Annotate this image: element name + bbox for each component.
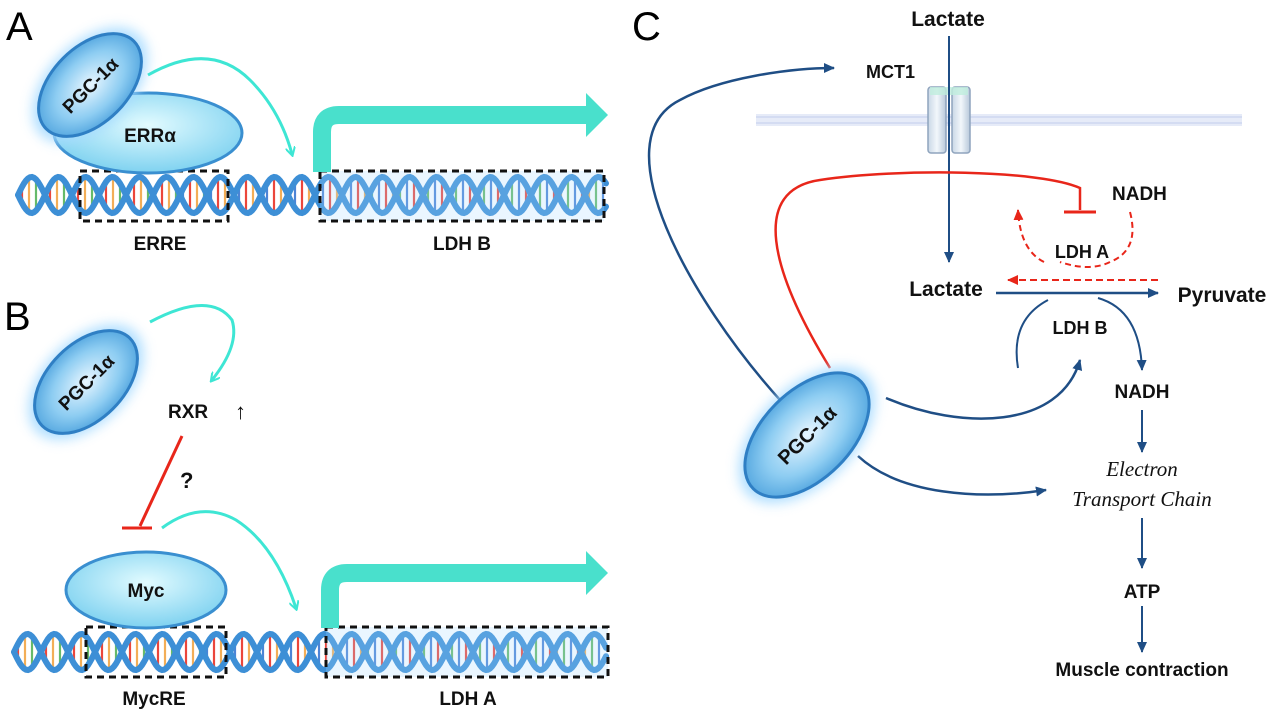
atp-label: ATP	[1124, 582, 1161, 603]
nadh-bottom-label: NADH	[1115, 382, 1170, 403]
activation-arrow-a	[147, 57, 292, 154]
dna-backbone	[11, 630, 609, 674]
inhibition-line-rxr-myc	[138, 435, 184, 527]
rxr-label: RXR	[168, 402, 208, 423]
myc-protein	[64, 550, 228, 630]
ldh-a-dashed-arc-right	[1059, 211, 1134, 268]
nadh-top-label: NADH	[1112, 184, 1167, 205]
lactate-inside-label: Lactate	[909, 278, 983, 301]
arrow-pgc-to-ldh-b	[885, 359, 1083, 420]
inhibition-pgc-ldh-a	[774, 171, 1082, 369]
pgc1a-protein-a	[37, 32, 143, 138]
pgc1a-protein-b	[33, 329, 139, 435]
myc-label: Myc	[128, 581, 165, 602]
ldh-a-label-c: LDH A	[1055, 242, 1109, 262]
ldh-b-label-c: LDH B	[1053, 318, 1108, 338]
muscle-contraction-label: Muscle contraction	[1055, 660, 1228, 681]
ldh-b-gene-box	[318, 169, 606, 223]
dna-strand-a	[15, 173, 609, 217]
erre-label: ERRE	[134, 234, 187, 255]
lactate-outside-label: Lactate	[911, 8, 985, 31]
panel-label-a: A	[6, 5, 33, 49]
arrow-pgc-to-etc	[857, 455, 1047, 497]
etc-label-line1: Electron	[1105, 457, 1178, 481]
panel-c: C Lactate MCT1 NADH LDH A Lactate Pyruva…	[632, 5, 1266, 681]
panel-a: A ERRα PGC-1α ERRE LDH B	[6, 5, 609, 255]
ldh-b-label-a: LDH B	[433, 234, 491, 255]
mycre-label: MycRE	[122, 689, 185, 710]
erra-label: ERRα	[124, 126, 176, 147]
ldh-a-label-b: LDH A	[439, 689, 497, 710]
dna-strand-b	[11, 630, 609, 674]
ldh-a-gene-box	[324, 625, 610, 679]
etc-label-line2: Transport Chain	[1072, 487, 1211, 511]
question-mark: ?	[180, 468, 193, 493]
panel-label-b: B	[4, 295, 31, 339]
transcription-arrow-b	[321, 564, 588, 628]
mct1-channel-left	[927, 86, 947, 154]
transcription-arrowhead-a	[586, 93, 608, 137]
mct1-label: MCT1	[866, 62, 915, 82]
rxr-up-arrow: ↑	[235, 399, 246, 424]
dna-backbone	[15, 173, 609, 217]
cell-membrane	[756, 114, 1242, 126]
activation-arrow-b	[161, 510, 296, 608]
dna-backbone	[15, 173, 609, 217]
panel-b: B PGC-1α RXR ↑ ? Myc MycRE LDH A	[4, 295, 610, 710]
mycre-box	[84, 625, 228, 679]
transcription-arrow-a	[313, 106, 588, 172]
arrow-pgc-to-mct1	[647, 63, 835, 401]
ldh-b-arc-right	[1097, 297, 1147, 371]
ldh-a-dashed-arc-left	[1013, 209, 1045, 263]
pgc1a-protein-c	[743, 371, 871, 499]
activation-arrow-rxr	[149, 304, 236, 380]
mct1-channel-right	[951, 86, 971, 154]
panel-label-c: C	[632, 5, 661, 49]
ldh-b-arc-left	[1015, 299, 1049, 369]
transcription-arrowhead-b	[586, 551, 608, 595]
pyruvate-label: Pyruvate	[1178, 284, 1267, 307]
